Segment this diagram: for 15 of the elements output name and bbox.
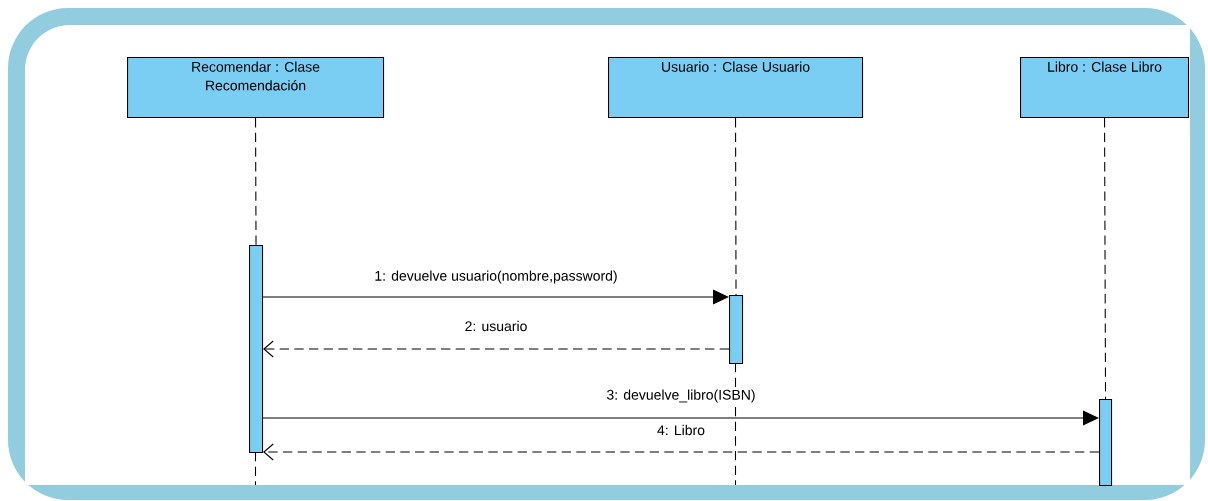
lifeline-head: Usuario : Clase Usuario — [608, 57, 864, 119]
message-arrow — [262, 289, 729, 305]
message-arrow — [263, 443, 1100, 461]
lifeline — [255, 117, 257, 246]
activation-bar — [1099, 399, 1113, 487]
edge-label: 3: devuelve_libro(ISBN) — [605, 388, 757, 404]
lifeline-head: Recomendar : Clase Recomendación — [127, 57, 385, 119]
lifeline-head: Libro : Clase Libro — [1020, 57, 1190, 119]
lifeline — [1104, 117, 1107, 400]
activation-bar — [729, 295, 744, 365]
lifeline — [735, 117, 737, 296]
activation-bar — [249, 245, 264, 454]
message-arrow — [263, 340, 730, 358]
edge-label: 1: devuelve usuario(nombre,password) — [373, 269, 619, 285]
message-arrow — [262, 410, 1099, 426]
